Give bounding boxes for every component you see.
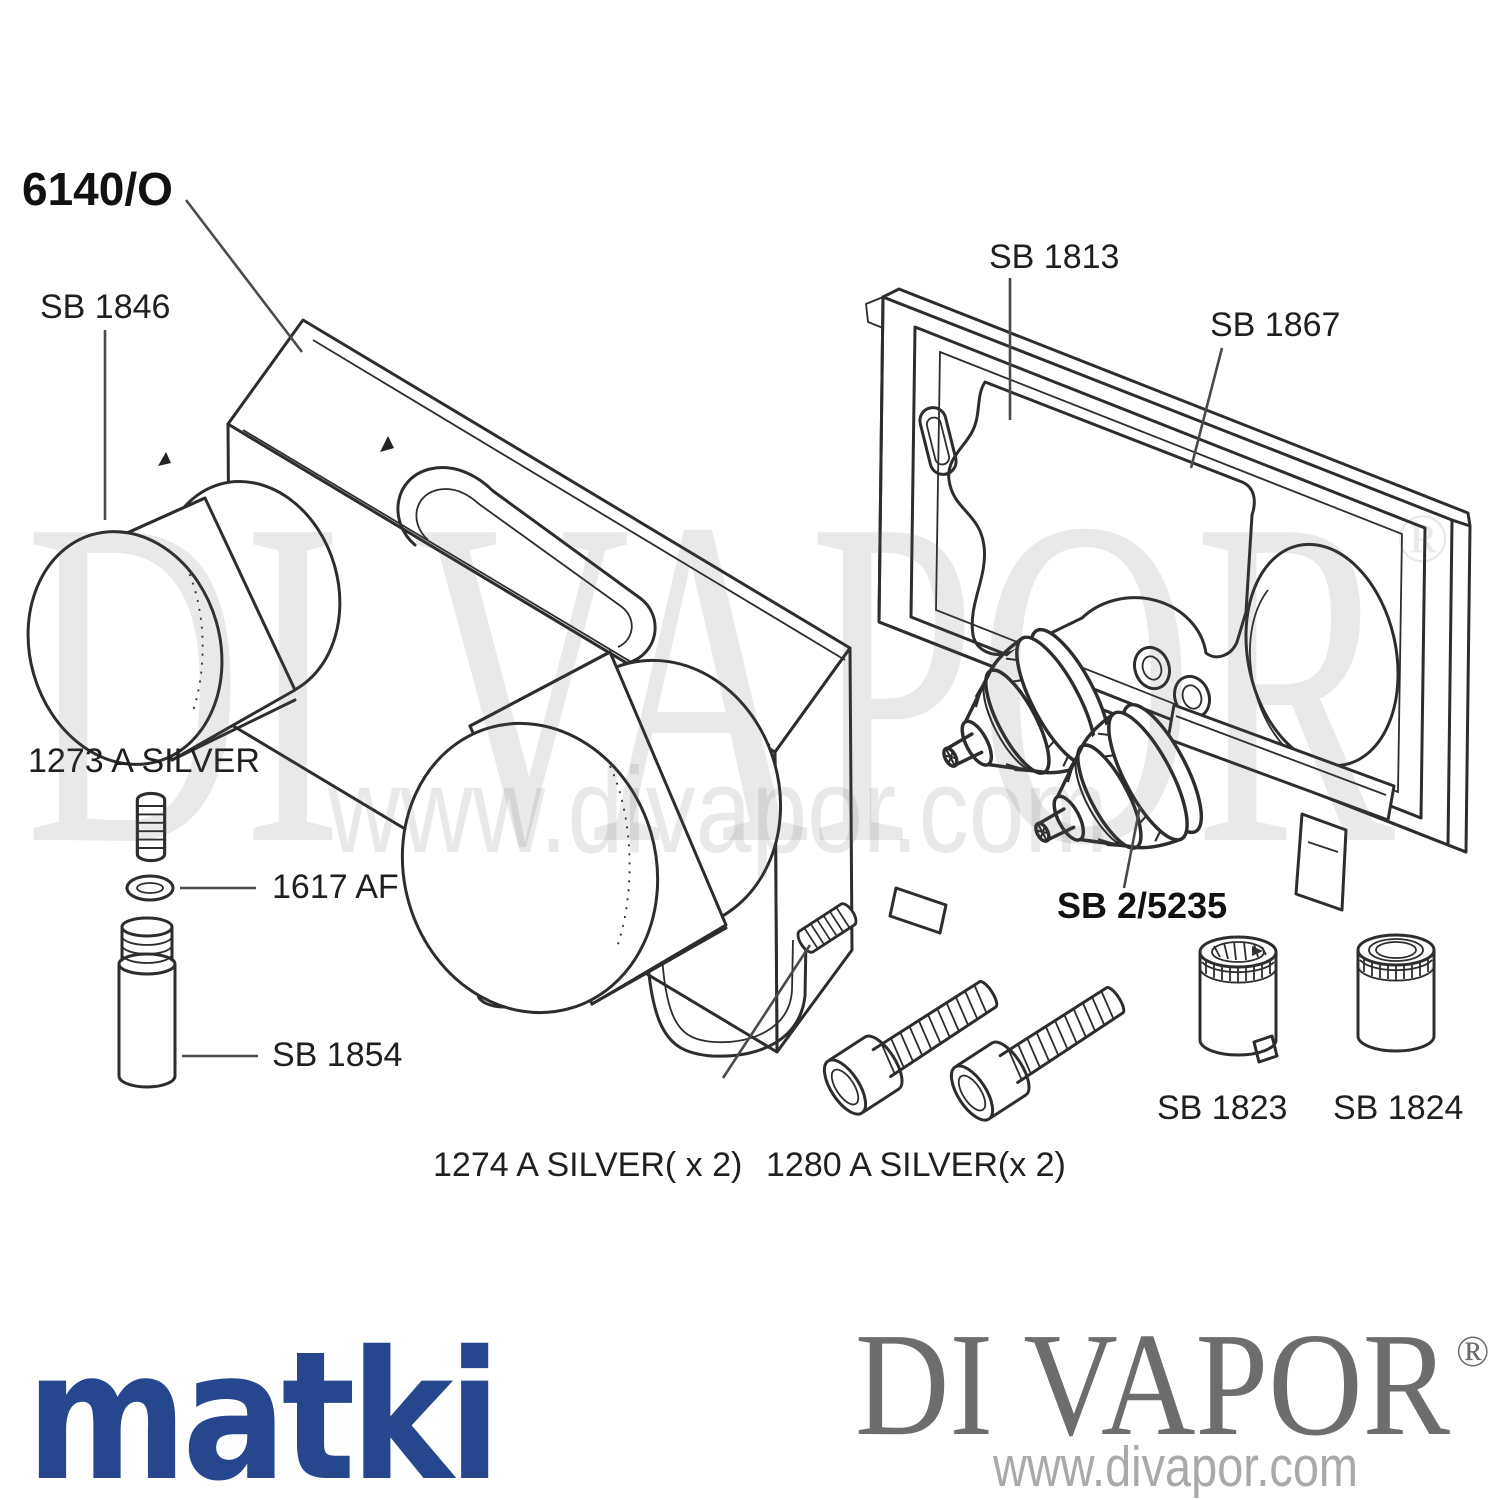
label-sb1823: SB 1823	[1157, 1089, 1287, 1127]
label-1617: 1617 AF	[272, 868, 399, 906]
label-sb1867: SB 1867	[1210, 306, 1340, 344]
label-1274: 1274 A SILVER( x 2)	[433, 1146, 742, 1184]
label-sb1846: SB 1846	[40, 288, 170, 326]
watermark-reg-icon: ®	[1396, 501, 1449, 578]
part-labels: 6140/O SB 1846 1273 A SILVER 1617 AF SB …	[22, 163, 1463, 1184]
under-body-channel	[643, 878, 808, 1058]
footer: matki DI VAPOR ® www.divapor.com	[26, 1303, 1489, 1500]
control-knob-front	[400, 650, 783, 1015]
mounting-lug	[888, 886, 948, 935]
watermark-line2: www.divapor.com	[327, 742, 1108, 878]
backplate	[865, 287, 1472, 912]
watermark-line1: DI VAPOR	[25, 421, 1396, 942]
label-1273: 1273 A SILVER	[28, 742, 260, 780]
o-ring-1617	[125, 874, 175, 902]
model-number-label: 6140/O	[22, 163, 173, 215]
flow-tick-1	[380, 436, 394, 452]
leader-lines	[103, 199, 1224, 1079]
threaded-nipple-sb1854	[117, 916, 177, 1089]
sleeve-sb1823	[1198, 935, 1279, 1064]
label-sb1813: SB 1813	[989, 238, 1119, 276]
control-knob-left	[26, 480, 342, 766]
top-deck-notch	[396, 466, 657, 673]
label-sb25235: SB 2/5235	[1057, 885, 1227, 926]
label-sb1854: SB 1854	[272, 1036, 402, 1074]
watermark: DI VAPOR ® www.divapor.com	[25, 421, 1449, 942]
divapor-url: www.divapor.com	[992, 1435, 1358, 1499]
matki-logo: matki	[26, 1313, 496, 1500]
flow-tick-3	[158, 452, 171, 466]
bottom-bracket	[1166, 703, 1396, 912]
round-opening	[1244, 542, 1400, 768]
sleeve-sb1824	[1356, 933, 1436, 1053]
label-sb1824: SB 1824	[1333, 1089, 1463, 1127]
registered-mark-icon: ®	[1456, 1327, 1489, 1376]
divapor-logo: DI VAPOR	[855, 1303, 1450, 1467]
label-1280: 1280 A SILVER(x 2)	[766, 1146, 1066, 1184]
keyhole-slot	[918, 406, 958, 476]
